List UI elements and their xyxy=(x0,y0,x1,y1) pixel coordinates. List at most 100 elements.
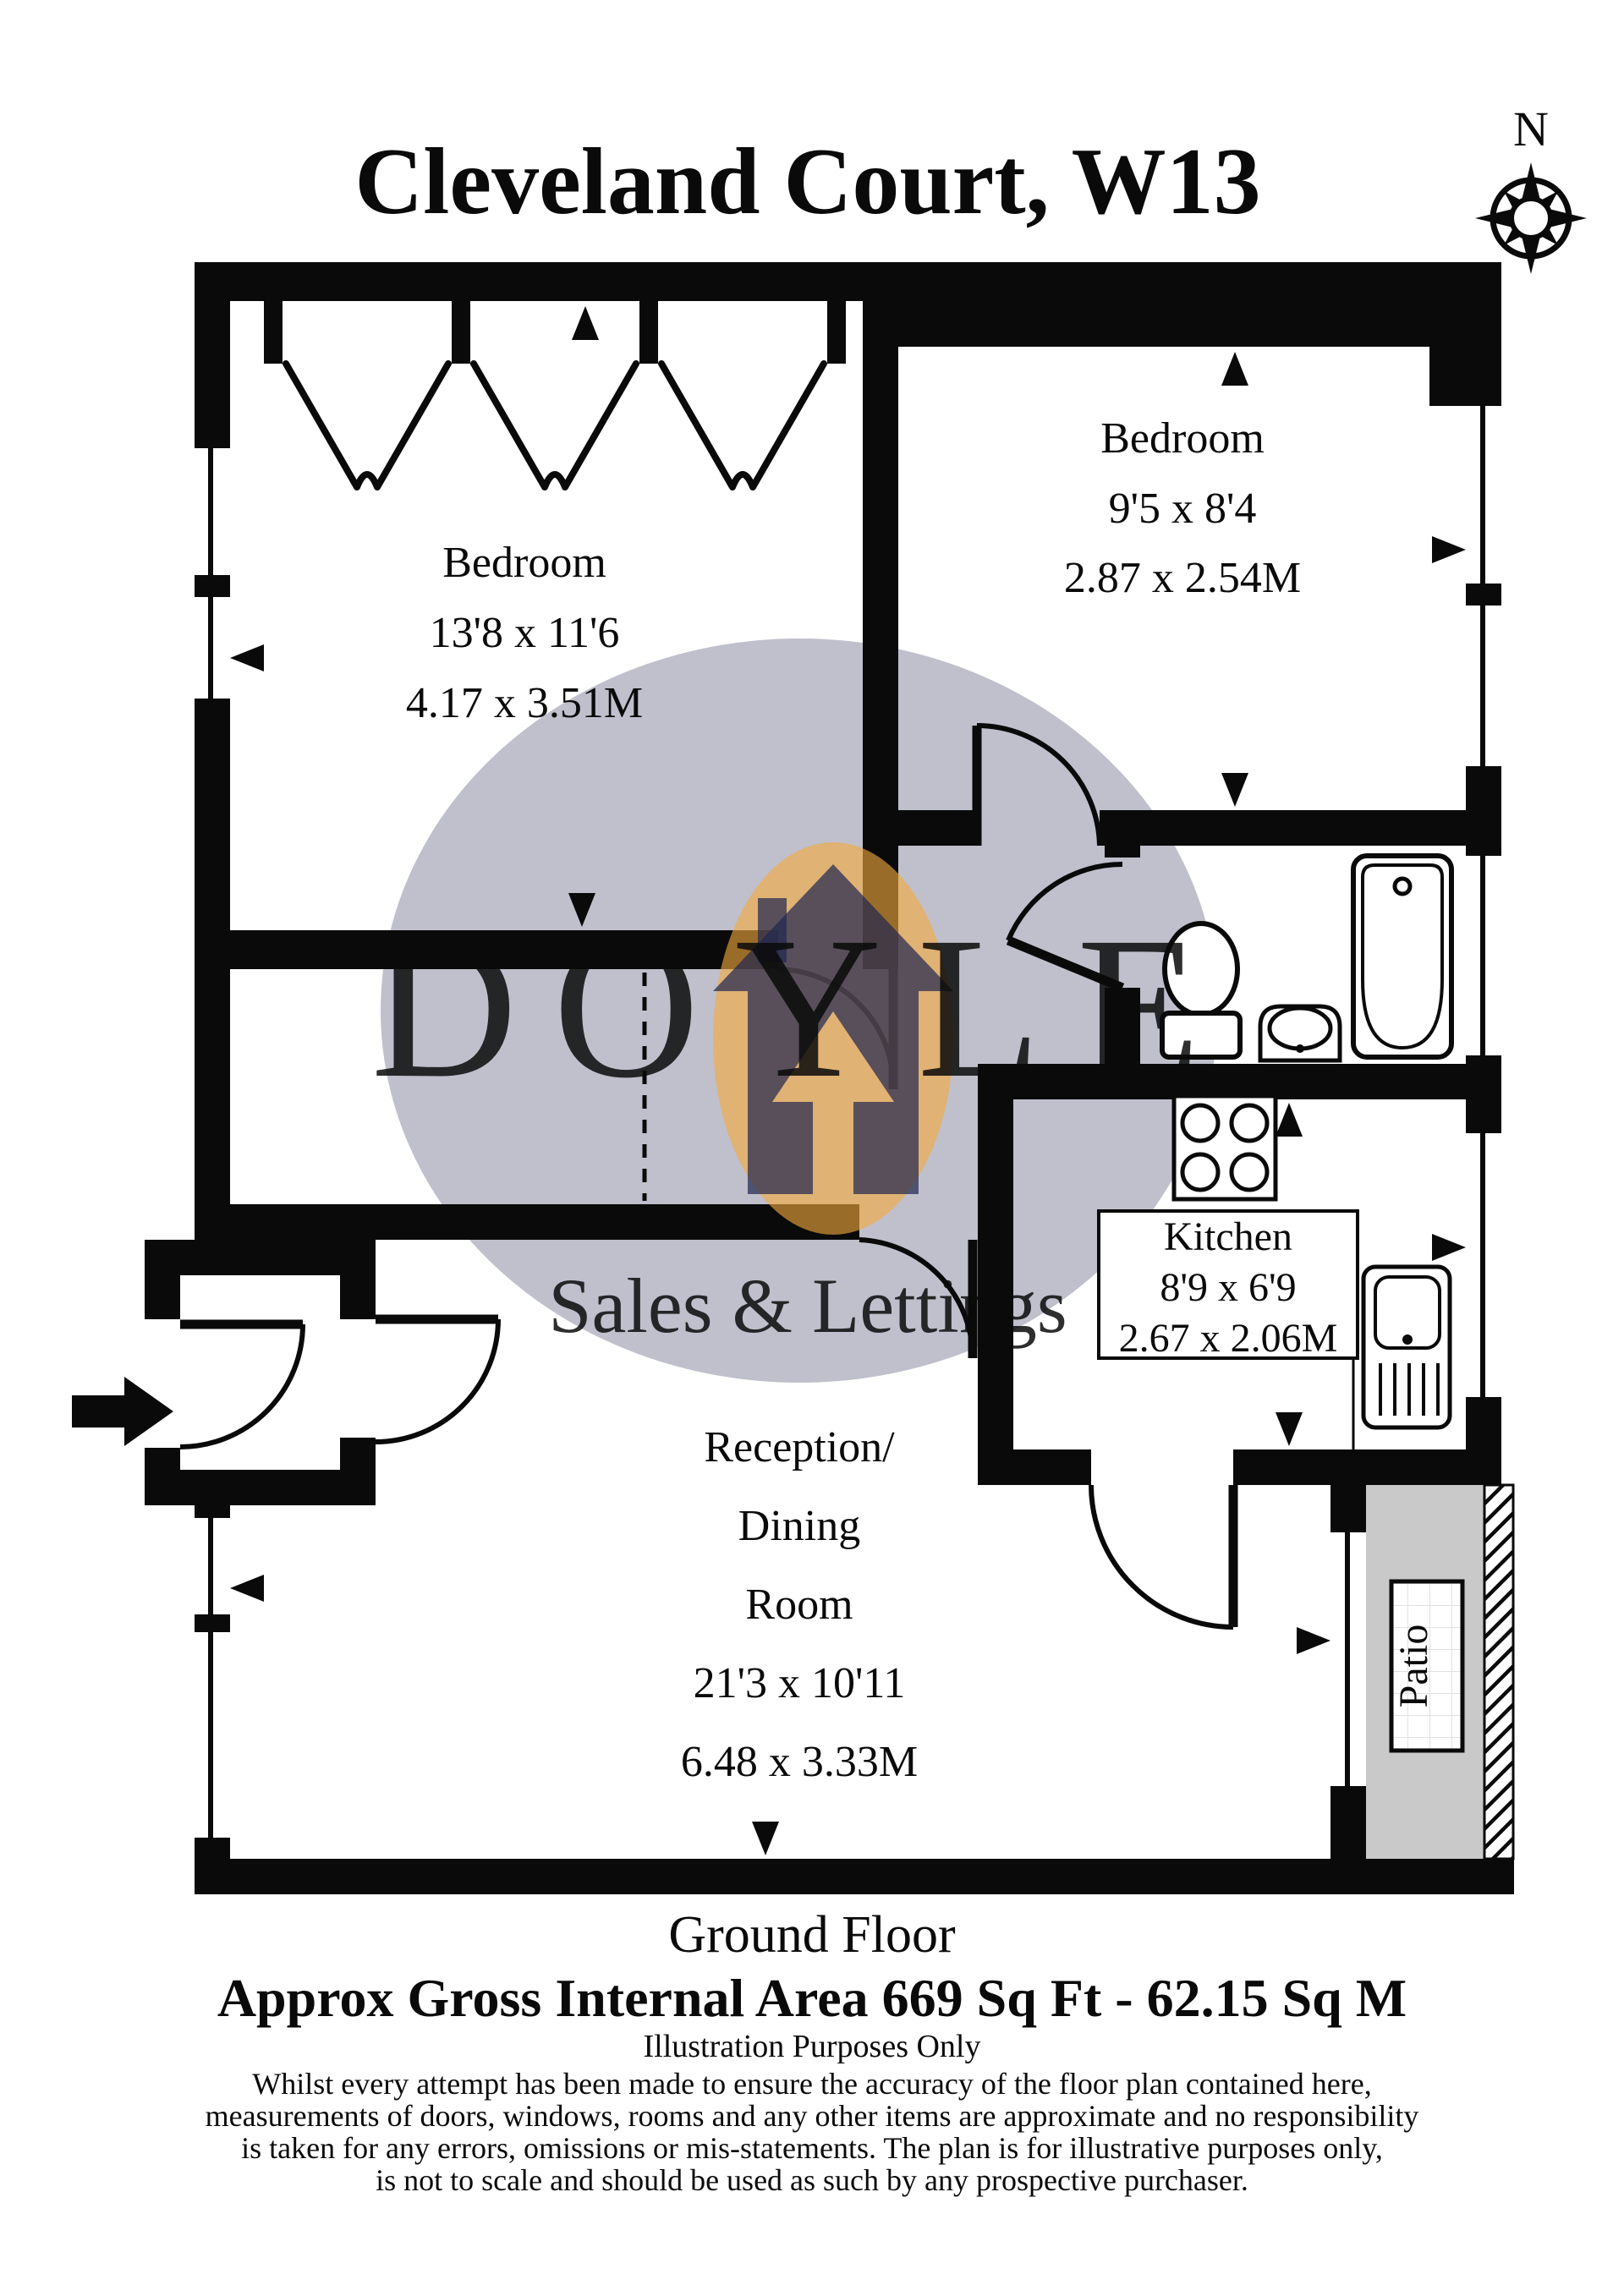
kitchen-size-metric: 2.67 x 2.06M xyxy=(1119,1316,1338,1361)
window-reception-left-2 xyxy=(195,1632,230,1838)
wall-vestibule-right-a xyxy=(340,1240,376,1319)
reception-size-imperial: 21'3 x 10'11 xyxy=(694,1659,906,1707)
wall-hall-bottom xyxy=(195,1204,859,1240)
compass-icon: N xyxy=(1475,101,1587,274)
dimension-arrow-up xyxy=(1221,352,1248,386)
kitchen-name: Kitchen xyxy=(1164,1214,1292,1259)
compass-north-label: N xyxy=(1513,101,1549,156)
kitchen-size-imperial: 8'9 x 6'9 xyxy=(1160,1265,1296,1310)
reception-name-line1: Reception/ xyxy=(704,1423,895,1471)
bedroom-left-size-imperial: 13'8 x 11'6 xyxy=(430,609,620,657)
bedroom-right-size-imperial: 9'5 x 8'4 xyxy=(1109,485,1257,533)
bedroom-left-label: Bedroom 13'8 x 11'6 4.17 x 3.51M xyxy=(406,539,643,727)
closet-stub xyxy=(264,301,283,364)
wall-kitchen-bottom-a xyxy=(978,1449,1091,1485)
bedroom-right-name: Bedroom xyxy=(1100,414,1265,463)
wall-vestibule-right-b xyxy=(340,1438,376,1505)
kitchen-label: Kitchen 8'9 x 6'9 2.67 x 2.06M xyxy=(1119,1214,1338,1361)
dimension-arrow-down xyxy=(1276,1412,1303,1446)
window-bedroom-right-2 xyxy=(1466,606,1501,766)
area-label: Approx Gross Internal Area 669 Sq Ft - 6… xyxy=(217,1968,1407,2028)
watermark: DOYLE Sales & Lettings xyxy=(370,842,1236,1349)
wall-top xyxy=(195,262,1501,301)
watermark-house-icon xyxy=(713,864,953,1194)
wall-bathroom-left-stub xyxy=(1105,846,1140,858)
reception-name-line2: Dining xyxy=(738,1502,860,1550)
dimension-arrow-left xyxy=(230,644,264,671)
window-bedroom-left-1 xyxy=(195,448,230,575)
fixtures xyxy=(1160,853,1454,1449)
entrance-arrow-icon xyxy=(72,1377,173,1446)
windows xyxy=(195,406,1501,1838)
wall-bedroom-left-bottom xyxy=(195,930,778,969)
disclaimer-line: measurements of doors, windows, rooms an… xyxy=(206,2099,1419,2133)
sink-icon xyxy=(1258,1004,1342,1063)
dimension-arrow-up xyxy=(572,306,599,340)
closet-doors xyxy=(283,360,827,490)
watermark-tagline: Sales & Lettings xyxy=(548,1263,1067,1349)
watermark-brand: DOYLE xyxy=(370,895,1236,1120)
dimension-arrow-left xyxy=(230,1575,264,1602)
disclaimer-line: is not to scale and should be used as su… xyxy=(376,2163,1248,2197)
kitchen-door xyxy=(1089,1484,1238,1630)
wall-patio-bottom xyxy=(1363,1859,1514,1894)
dimension-arrow-right xyxy=(1297,1627,1330,1654)
window-bathroom xyxy=(1466,856,1501,1055)
closet-stub xyxy=(452,301,470,364)
wall-bedroom-right-bottom-a xyxy=(898,810,973,846)
closet-stub xyxy=(827,301,846,364)
dimension-arrow-right xyxy=(1432,536,1466,563)
disclaimer-line: is taken for any errors, omissions or mi… xyxy=(241,2131,1383,2165)
closet-door-icon xyxy=(658,360,827,490)
window-bedroom-left-2 xyxy=(195,597,230,699)
bathtub-icon xyxy=(1351,853,1454,1060)
patio-label: Patio xyxy=(1391,1625,1436,1708)
wall-bathroom-kitchen-divider xyxy=(978,1064,1501,1099)
wall-kitchen-bottom-b xyxy=(1233,1449,1501,1485)
closet-door-icon xyxy=(283,360,452,490)
bedroom-left-size-metric: 4.17 x 3.51M xyxy=(406,679,643,727)
wall-left xyxy=(195,262,230,1240)
window-reception-left-1 xyxy=(195,1518,230,1614)
footer: Ground Floor Approx Gross Internal Area … xyxy=(206,1906,1419,2197)
bathroom-door xyxy=(1006,861,1125,993)
bedroom-right-size-metric: 2.87 x 2.54M xyxy=(1064,554,1301,602)
bedroom-right-door xyxy=(972,723,1102,847)
closet-door-icon xyxy=(470,360,639,490)
wall-vestibule-top xyxy=(145,1240,376,1275)
window-kitchen xyxy=(1466,1133,1501,1397)
entrance-door xyxy=(179,1319,305,1449)
wall-top-bedroom-right xyxy=(898,301,1501,347)
wall-kitchen-left xyxy=(978,1064,1013,1485)
wall-bottom xyxy=(195,1859,1363,1894)
wall-bedroom-right-bottom-b xyxy=(1100,810,1501,846)
dimension-arrows xyxy=(72,306,1466,1855)
illustration-note: Illustration Purposes Only xyxy=(644,2029,981,2064)
bedroom-right-label: Bedroom 9'5 x 8'4 2.87 x 2.54M xyxy=(1064,414,1301,602)
patio-boundary-hatch xyxy=(1483,1483,1515,1860)
dimension-arrow-down xyxy=(752,1822,779,1855)
kitchen-sink-icon xyxy=(1361,1264,1452,1430)
patio-label-box: Patio xyxy=(1389,1579,1465,1753)
hob-icon xyxy=(1171,1093,1278,1202)
reception-name-line3: Room xyxy=(745,1581,853,1629)
dimension-arrow-down xyxy=(1221,773,1248,807)
dimension-arrow-up xyxy=(1276,1103,1303,1137)
closet-stub xyxy=(639,301,658,364)
dimension-arrow-down xyxy=(568,893,595,927)
reception-label: Reception/ Dining Room 21'3 x 10'11 6.48… xyxy=(681,1423,918,1786)
bedroom-left-name: Bedroom xyxy=(442,539,606,587)
wall-vestibule-bottom xyxy=(145,1470,376,1505)
reception-size-metric: 6.48 x 3.33M xyxy=(681,1738,918,1786)
room-labels: Bedroom 13'8 x 11'6 4.17 x 3.51M Bedroom… xyxy=(406,414,1337,1786)
dimension-arrow-right xyxy=(1432,1234,1466,1261)
window-bedroom-right-1 xyxy=(1466,406,1501,584)
reception-door xyxy=(859,1237,978,1359)
vestibule-inner-door xyxy=(375,1314,501,1444)
compass-center xyxy=(1509,196,1553,240)
disclaimer-line: Whilst every attempt has been made to en… xyxy=(252,2067,1371,2101)
kitchen-label-box xyxy=(1097,1209,1359,1360)
toilet-icon xyxy=(1160,921,1243,1060)
